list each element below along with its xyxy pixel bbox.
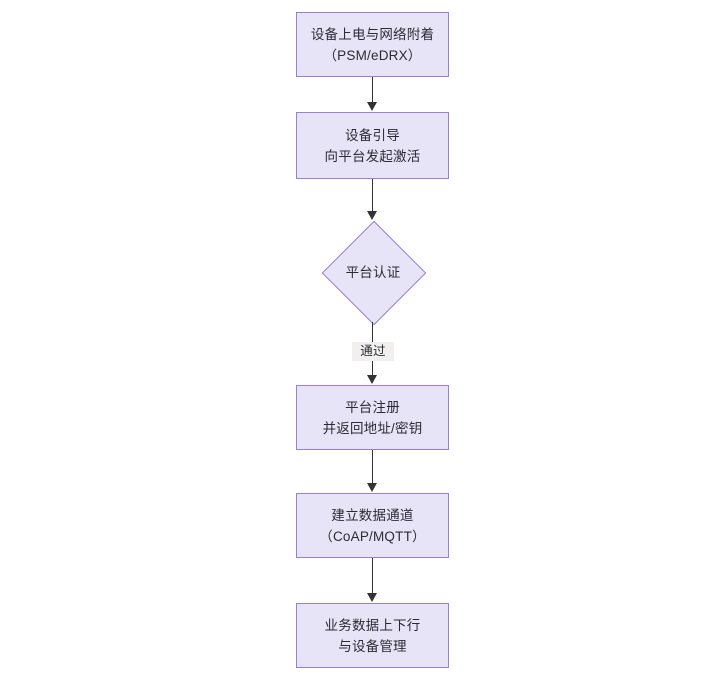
node-text-line: 建立数据通道 bbox=[331, 507, 414, 523]
arrowhead-icon bbox=[367, 593, 377, 602]
node-text-line: 并返回地址/密钥 bbox=[322, 420, 423, 436]
node-text-line: （CoAP/MQTT） bbox=[319, 528, 426, 544]
flow-node-device-bootstrap[interactable]: 设备引导 向平台发起激活 bbox=[296, 112, 449, 179]
node-text-line: 平台认证 bbox=[345, 264, 401, 280]
node-text-line: 向平台发起激活 bbox=[324, 148, 421, 164]
flow-node-platform-register[interactable]: 平台注册 并返回地址/密钥 bbox=[296, 385, 449, 450]
arrowhead-icon bbox=[367, 211, 377, 220]
node-text-line: （PSM/eDRX） bbox=[323, 47, 422, 63]
edge-label-pass: 通过 bbox=[352, 342, 394, 361]
edge-n2-to-n3 bbox=[372, 179, 374, 213]
flow-node-device-power-on[interactable]: 设备上电与网络附着 （PSM/eDRX） bbox=[296, 12, 449, 77]
arrowhead-icon bbox=[367, 375, 377, 384]
node-text-line: 与设备管理 bbox=[338, 638, 407, 654]
flow-node-platform-auth-decision[interactable]: 平台认证 bbox=[321, 220, 427, 326]
edge-n5-to-n6 bbox=[372, 558, 374, 595]
node-text-line: 设备上电与网络附着 bbox=[310, 26, 435, 42]
arrowhead-icon bbox=[367, 102, 377, 111]
edge-n1-to-n2 bbox=[372, 77, 374, 104]
edge-n4-to-n5 bbox=[372, 450, 374, 485]
node-text-line: 平台注册 bbox=[345, 399, 400, 415]
node-text-line: 设备引导 bbox=[345, 127, 400, 143]
flow-node-business-data[interactable]: 业务数据上下行 与设备管理 bbox=[296, 603, 449, 668]
arrowhead-icon bbox=[367, 483, 377, 492]
flow-node-data-channel[interactable]: 建立数据通道 （CoAP/MQTT） bbox=[296, 493, 449, 558]
node-text-line: 业务数据上下行 bbox=[324, 617, 421, 633]
